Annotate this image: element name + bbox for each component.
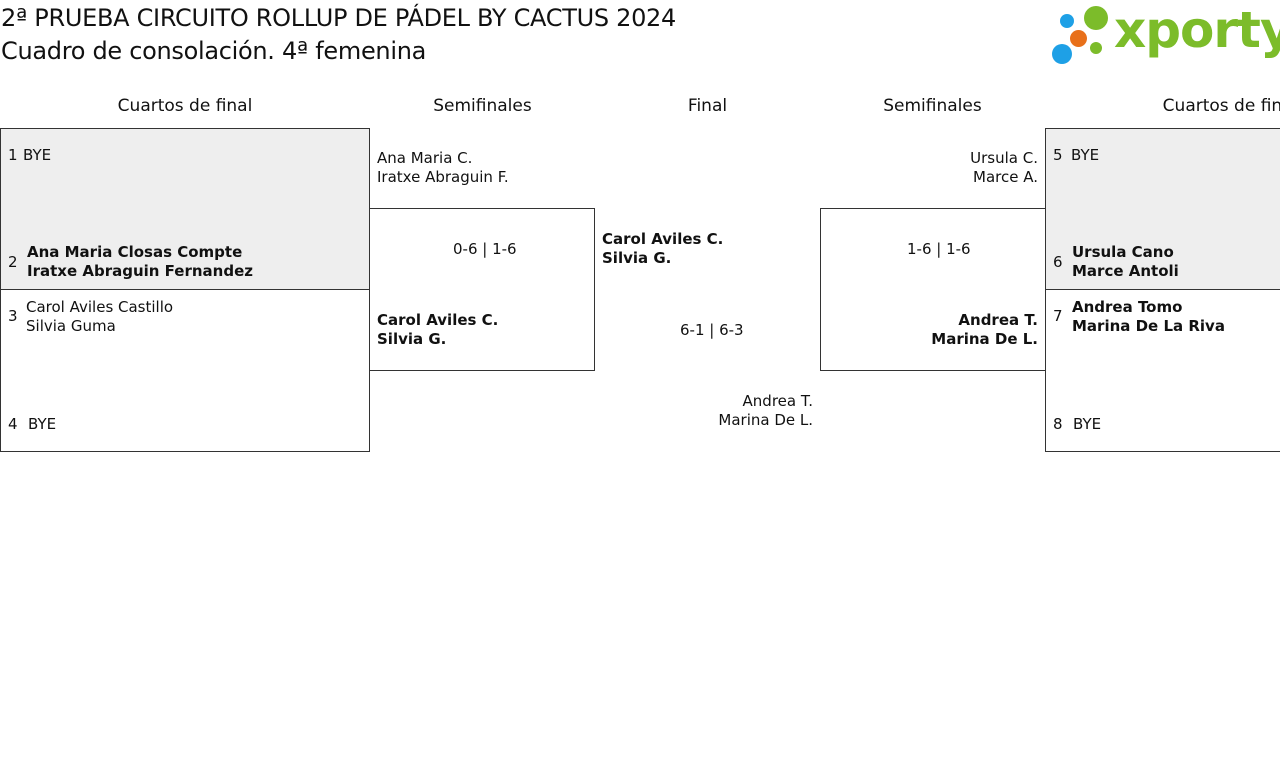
- team-player-1: Ursula Cano: [1072, 243, 1174, 261]
- team-player-2: Marina De La Riva: [1072, 317, 1225, 335]
- left-quarter-match-1[interactable]: [0, 128, 370, 290]
- page-subtitle: Cuadro de consolación. 4ª femenina: [1, 37, 427, 65]
- team-player-1: Ana Maria Closas Compte: [27, 243, 243, 261]
- team-name: BYE: [23, 146, 52, 164]
- seed-number: 4: [8, 415, 18, 433]
- team-player-2: Iratxe Abraguin F.: [377, 168, 509, 186]
- team-player-2: Silvia G.: [377, 330, 447, 348]
- team-player-1: Carol Aviles C.: [377, 311, 499, 329]
- round-header-right-quarters-wrap: Cuartos de final: [1045, 96, 1280, 120]
- round-header-right-semis: Semifinales: [883, 96, 982, 116]
- team-player-2: Silvia G.: [602, 249, 672, 267]
- left-semi-match[interactable]: [369, 208, 595, 371]
- round-header-left-quarters: Cuartos de final: [117, 96, 253, 116]
- seed-number: 5: [1053, 146, 1063, 164]
- logo-dot-orange-icon: [1070, 30, 1087, 47]
- logo-dot-green-icon: [1084, 6, 1108, 30]
- logo-dot-green-small-icon: [1090, 42, 1102, 54]
- logo-text: xporty: [1114, 1, 1280, 59]
- logo-dot-blue-icon: [1060, 14, 1074, 28]
- team-player-2: Marce Antoli: [1072, 262, 1179, 280]
- xporty-logo[interactable]: xporty: [1050, 1, 1280, 68]
- team-player-1: Andrea T.: [742, 392, 813, 410]
- team-player-2: Marina De L.: [931, 330, 1038, 348]
- seed-number: 6: [1053, 253, 1063, 271]
- round-header-left-semis: Semifinales: [433, 96, 532, 116]
- team-name: BYE: [1073, 415, 1102, 433]
- seed-number: 1: [8, 146, 18, 164]
- team-name: BYE: [1071, 146, 1100, 164]
- match-score: 0-6 | 1-6: [453, 240, 517, 258]
- team-player-1: Ana Maria C.: [377, 149, 473, 167]
- team-player-2: Iratxe Abraguin Fernandez: [27, 262, 253, 280]
- right-quarter-match-2[interactable]: [1045, 289, 1280, 452]
- seed-number: 8: [1053, 415, 1063, 433]
- team-player-1: Andrea T.: [958, 311, 1038, 329]
- seed-number: 2: [8, 253, 18, 271]
- team-player-1: Carol Aviles Castillo: [26, 298, 174, 316]
- seed-number: 3: [8, 307, 18, 325]
- team-player-1: Carol Aviles C.: [602, 230, 724, 248]
- round-header-right-quarters: Cuartos de final: [1162, 96, 1280, 116]
- page-title: 2ª PRUEBA CIRCUITO ROLLUP DE PÁDEL BY CA…: [1, 4, 676, 32]
- team-player-2: Marce A.: [973, 168, 1038, 186]
- logo-dot-blue-large-icon: [1052, 44, 1072, 64]
- right-quarter-match-1[interactable]: [1045, 128, 1280, 290]
- team-player-2: Marina De L.: [718, 411, 813, 429]
- team-player-2: Silvia Guma: [26, 317, 116, 335]
- match-score: 1-6 | 1-6: [907, 240, 971, 258]
- seed-number: 7: [1053, 307, 1063, 325]
- final-score: 6-1 | 6-3: [680, 321, 744, 339]
- team-player-1: Ursula C.: [970, 149, 1038, 167]
- team-player-1: Andrea Tomo: [1072, 298, 1183, 316]
- team-name: BYE: [28, 415, 57, 433]
- round-header-final: Final: [687, 96, 728, 116]
